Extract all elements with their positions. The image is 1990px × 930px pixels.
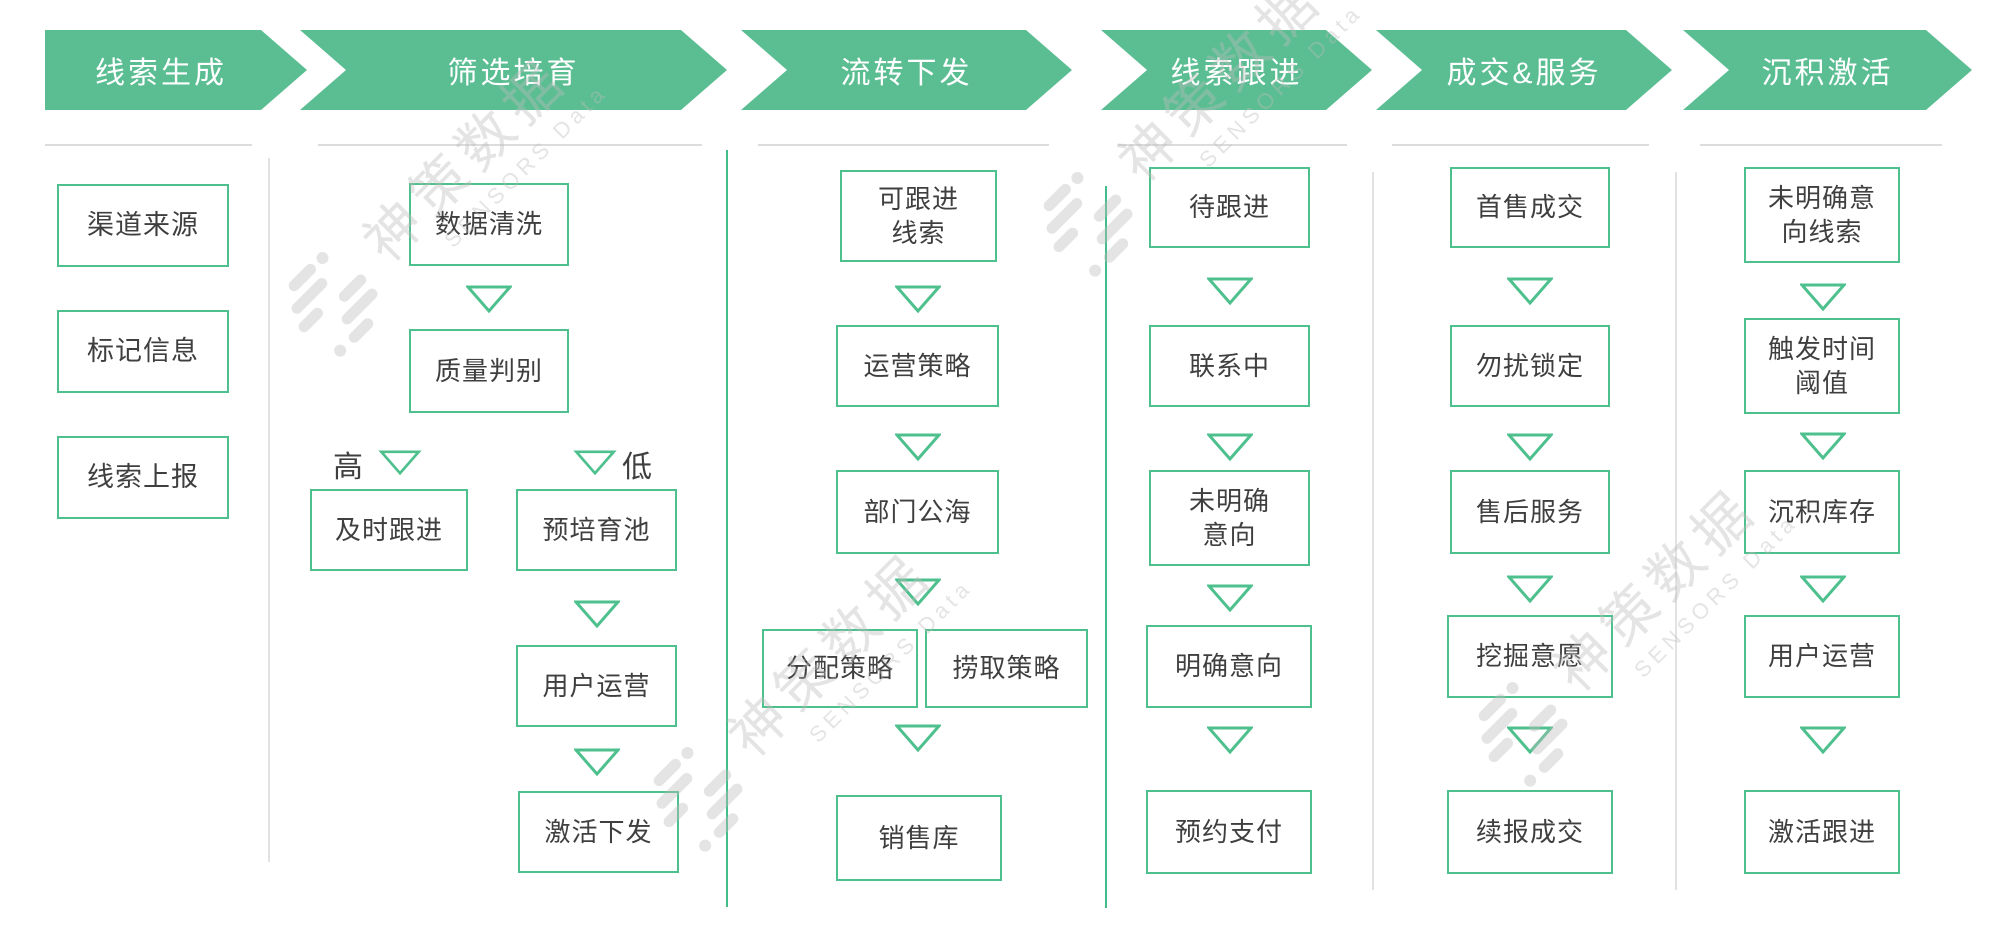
down-arrow-icon bbox=[574, 600, 620, 628]
branch-label-low: 低 bbox=[622, 451, 652, 484]
down-arrow-icon bbox=[574, 748, 620, 776]
down-arrow-icon bbox=[574, 450, 616, 475]
down-arrow-icon bbox=[1207, 277, 1253, 305]
box-deposited-inventory: 沉积库存 bbox=[1744, 470, 1900, 554]
stage-header-screen-nurture: 筛选培育 bbox=[300, 30, 727, 110]
header-underline bbox=[45, 144, 252, 146]
header-underline bbox=[1118, 144, 1347, 146]
box-do-not-disturb-lock: 勿扰锁定 bbox=[1450, 325, 1610, 407]
column-divider bbox=[1372, 172, 1374, 890]
branch-label-high: 高 bbox=[333, 451, 363, 484]
stage-header-label: 流转下发 bbox=[840, 57, 973, 90]
down-arrow-icon bbox=[1507, 277, 1553, 305]
box-clear-intention: 明确意向 bbox=[1146, 625, 1312, 708]
stage-header-label: 线索生成 bbox=[95, 57, 227, 90]
box-unclear-intention: 未明确 意向 bbox=[1149, 470, 1310, 566]
box-pre-nurture-pool: 预培育池 bbox=[516, 489, 677, 571]
box-operation-strategy: 运营策略 bbox=[836, 325, 999, 407]
stage-header-lead-follow-up: 线索跟进 bbox=[1101, 30, 1372, 110]
down-arrow-icon bbox=[1207, 584, 1253, 612]
box-fetch-strategy: 捞取策略 bbox=[925, 629, 1088, 708]
box-trigger-time-threshold: 触发时间 阈值 bbox=[1744, 318, 1900, 414]
stage-header-label: 成交&服务 bbox=[1446, 57, 1602, 90]
down-arrow-icon bbox=[1207, 433, 1253, 461]
sensors-logo-icon bbox=[270, 241, 394, 365]
box-channel-source: 渠道来源 bbox=[57, 184, 229, 267]
header-underline bbox=[1700, 144, 1942, 146]
stage-header-deal-service: 成交&服务 bbox=[1376, 30, 1672, 110]
down-arrow-icon bbox=[895, 578, 941, 606]
box-to-follow-up: 待跟进 bbox=[1149, 167, 1310, 248]
column-divider bbox=[726, 150, 728, 907]
box-sales-pool: 销售库 bbox=[836, 795, 1002, 881]
stage-header-lead-generation: 线索生成 bbox=[45, 30, 307, 110]
down-arrow-icon bbox=[379, 450, 421, 475]
box-quality-judgement: 质量判别 bbox=[409, 329, 569, 413]
box-tag-info: 标记信息 bbox=[57, 310, 229, 393]
down-arrow-icon bbox=[466, 285, 512, 313]
down-arrow-icon bbox=[895, 285, 941, 313]
stage-header-deposit-activation: 沉积激活 bbox=[1683, 30, 1972, 110]
box-mining-willingness: 挖掘意愿 bbox=[1447, 615, 1613, 698]
box-user-operation-activate: 用户运营 bbox=[1744, 615, 1900, 698]
box-first-sale-deal: 首售成交 bbox=[1450, 167, 1610, 248]
box-user-operation: 用户运营 bbox=[516, 645, 677, 727]
down-arrow-icon bbox=[895, 724, 941, 752]
down-arrow-icon bbox=[1800, 432, 1846, 460]
box-unclear-intention-leads: 未明确意 向线索 bbox=[1744, 167, 1900, 263]
down-arrow-icon bbox=[1207, 726, 1253, 754]
header-underline bbox=[1392, 144, 1649, 146]
down-arrow-icon bbox=[1800, 726, 1846, 754]
stage-header-label: 线索跟进 bbox=[1170, 57, 1303, 90]
header-underline bbox=[758, 144, 1049, 146]
box-activation-follow-up: 激活跟进 bbox=[1744, 790, 1900, 874]
box-lead-report: 线索上报 bbox=[57, 436, 229, 519]
down-arrow-icon bbox=[1800, 575, 1846, 603]
stage-header-flow-dispatch: 流转下发 bbox=[741, 30, 1072, 110]
sensors-logo-icon bbox=[1025, 161, 1149, 285]
box-after-sales-service: 售后服务 bbox=[1450, 470, 1610, 554]
down-arrow-icon bbox=[1507, 433, 1553, 461]
down-arrow-icon bbox=[1507, 575, 1553, 603]
box-renewal-deal: 续报成交 bbox=[1447, 790, 1613, 874]
stage-header-label: 沉积激活 bbox=[1761, 57, 1894, 90]
down-arrow-icon bbox=[1800, 283, 1846, 311]
box-activation-dispatch: 激活下发 bbox=[518, 791, 679, 873]
column-divider bbox=[1675, 172, 1677, 890]
down-arrow-icon bbox=[895, 433, 941, 461]
column-divider bbox=[1105, 186, 1107, 908]
stage-header-label: 筛选培育 bbox=[447, 57, 580, 90]
box-followable-leads: 可跟进 线索 bbox=[840, 170, 997, 262]
box-timely-follow-up: 及时跟进 bbox=[310, 489, 468, 571]
box-booking-payment: 预约支付 bbox=[1146, 790, 1312, 874]
box-department-public-pool: 部门公海 bbox=[836, 470, 999, 554]
column-divider bbox=[268, 158, 270, 862]
box-contacting: 联系中 bbox=[1149, 325, 1310, 407]
box-allocation-strategy: 分配策略 bbox=[762, 629, 918, 708]
down-arrow-icon bbox=[1507, 726, 1553, 754]
box-data-cleaning: 数据清洗 bbox=[409, 183, 569, 266]
header-underline bbox=[318, 144, 702, 146]
